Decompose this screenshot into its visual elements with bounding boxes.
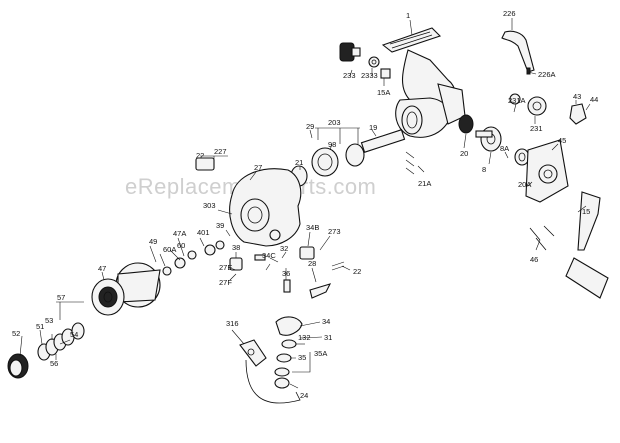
callout-98: 98	[328, 140, 336, 149]
callout-labels: 1 226 233 2333 15A 226A 43 44 231A 231 2…	[12, 9, 598, 400]
callout-60a: 60A	[163, 245, 176, 254]
callout-273: 273	[328, 227, 341, 236]
callout-28: 28	[308, 259, 316, 268]
drag-knob	[7, 353, 29, 379]
callout-20a: 20A	[518, 180, 531, 189]
callout-51: 51	[36, 322, 44, 331]
callout-52: 52	[12, 329, 20, 338]
callout-303: 303	[203, 201, 216, 210]
callout-19: 19	[369, 123, 377, 132]
callout-8: 8	[482, 165, 486, 174]
callout-39: 39	[216, 221, 224, 230]
callout-34c: 34C	[262, 251, 276, 260]
callout-35: 35	[298, 353, 306, 362]
drag-washers	[37, 322, 85, 361]
callout-32: 32	[280, 244, 288, 253]
callout-34: 34	[322, 317, 330, 326]
callout-38: 38	[232, 243, 240, 252]
callout-27e: 27E	[219, 263, 232, 272]
callout-31: 31	[324, 333, 332, 342]
callout-316: 316	[226, 319, 239, 328]
rotor	[195, 157, 302, 247]
callout-44: 44	[590, 95, 598, 104]
side-parts	[509, 67, 587, 125]
callout-29: 29	[306, 122, 314, 131]
callout-226: 226	[503, 9, 516, 18]
callout-2333: 2333	[361, 71, 378, 80]
callout-49: 49	[149, 237, 157, 246]
callout-231: 231	[530, 124, 543, 133]
callout-22: 22	[196, 151, 204, 160]
rotor-small-parts	[162, 240, 345, 299]
reel-body	[381, 27, 466, 138]
callout-21: 21	[295, 158, 303, 167]
callout-226a: 226A	[538, 70, 556, 79]
callout-233: 233	[343, 71, 356, 80]
spool	[91, 262, 161, 316]
bail-parts	[239, 316, 303, 404]
callout-46: 46	[530, 255, 538, 264]
callout-20: 20	[460, 149, 468, 158]
callout-22b: 22	[353, 267, 361, 276]
bail-arm	[501, 30, 535, 73]
callout-132: 132	[298, 333, 311, 342]
callout-56: 56	[50, 359, 58, 368]
callout-34b: 34B	[306, 223, 319, 232]
callout-36: 36	[282, 269, 290, 278]
callout-21a: 21A	[418, 179, 431, 188]
callout-24: 24	[300, 391, 308, 400]
side-cover	[525, 139, 569, 203]
callout-57: 57	[57, 293, 65, 302]
callout-47: 47	[98, 264, 106, 273]
crank-handle	[529, 191, 609, 299]
callout-15a: 15A	[377, 88, 390, 97]
callout-54: 54	[70, 330, 78, 339]
callout-227: 227	[214, 147, 227, 156]
callout-203: 203	[328, 118, 341, 127]
callout-35a: 35A	[314, 349, 327, 358]
callout-401: 401	[197, 228, 210, 237]
callout-15: 15	[582, 207, 590, 216]
callout-8a: 8A	[500, 144, 509, 153]
leader-lines	[19, 18, 591, 389]
callout-231a: 231A	[508, 96, 526, 105]
callout-27: 27	[254, 163, 262, 172]
callout-1: 1	[406, 11, 410, 20]
callout-27f: 27F	[219, 278, 232, 287]
callout-45: 45	[558, 136, 566, 145]
callout-43: 43	[573, 92, 581, 101]
callout-60: 60	[177, 241, 185, 250]
drive-train	[290, 114, 530, 187]
knob	[339, 42, 391, 79]
callout-53: 53	[45, 316, 53, 325]
callout-47a: 47A	[173, 229, 186, 238]
